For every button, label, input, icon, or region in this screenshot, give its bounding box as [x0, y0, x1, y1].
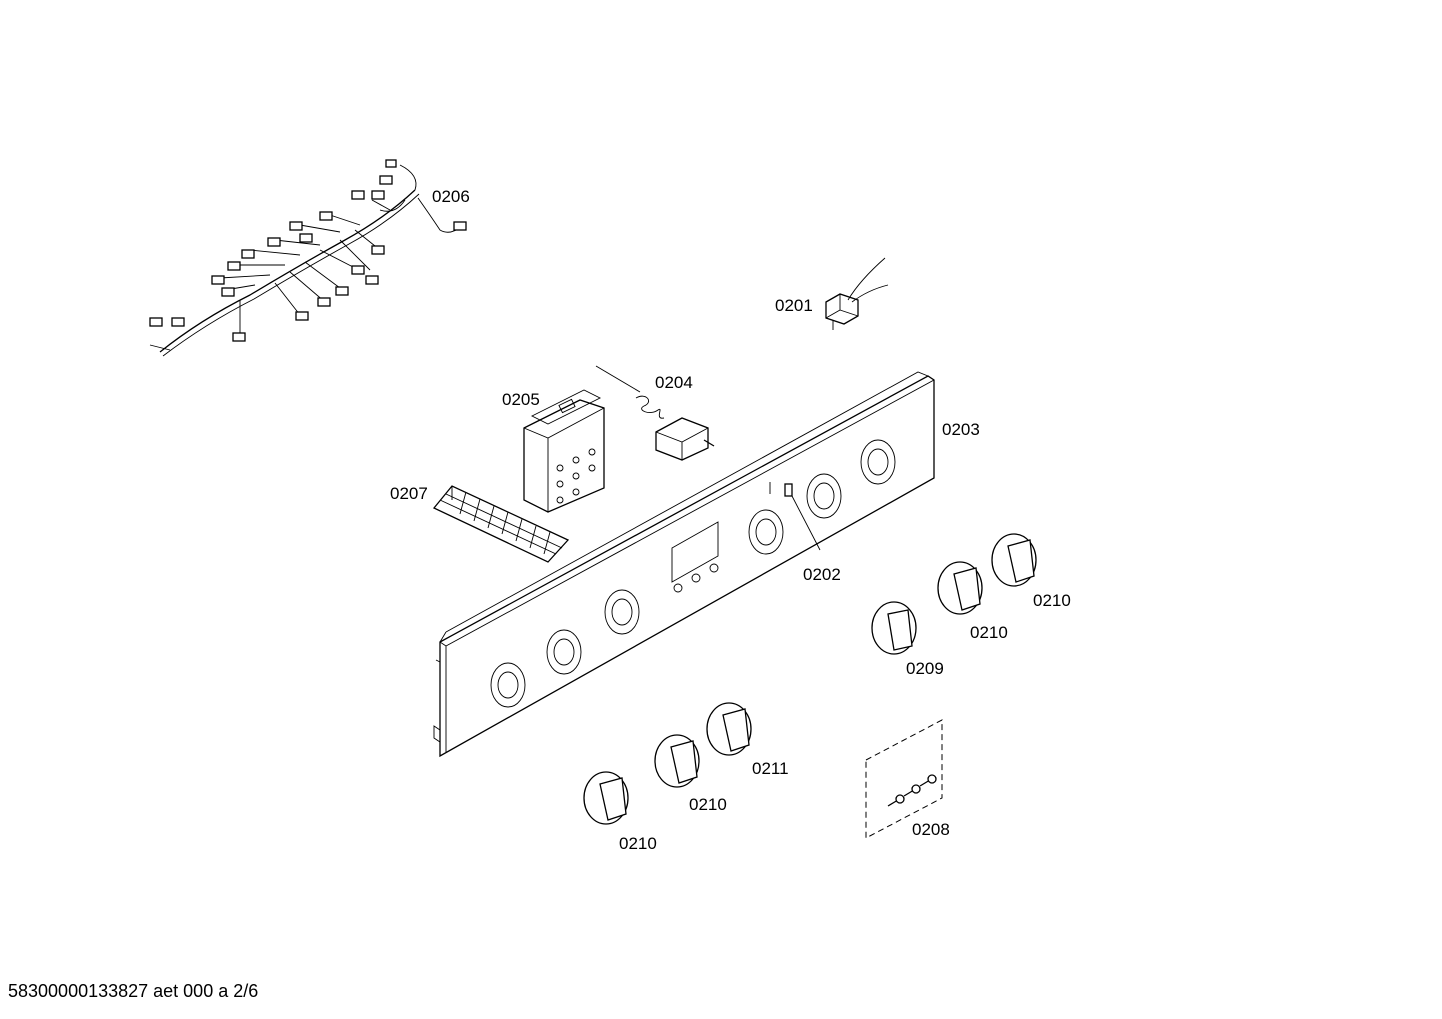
label-thermostat: 0204 — [655, 373, 693, 392]
knob-right-2 — [937, 561, 983, 615]
wiring-harness — [149, 159, 467, 357]
screws-group — [865, 719, 943, 839]
label-sensor: 0201 — [775, 296, 813, 315]
label-knob-bottom-3: 0210 — [619, 834, 657, 853]
label-harness: 0206 — [432, 187, 470, 206]
label-knob-right-1: 0210 — [1033, 591, 1071, 610]
knob-hole — [604, 589, 640, 635]
knob-right-small — [871, 601, 917, 655]
knob-bottom-1 — [706, 702, 752, 756]
label-panel-clip: 0202 — [803, 565, 841, 584]
knob-hole — [546, 629, 582, 675]
label-knob-bottom-2: 0210 — [689, 795, 727, 814]
knob-bottom-3 — [583, 771, 629, 825]
knob-right-1 — [991, 533, 1037, 587]
knob-hole — [748, 509, 784, 555]
label-module: 0205 — [502, 390, 540, 409]
terminal-block — [432, 485, 570, 563]
knob-hole — [860, 439, 896, 485]
label-terminal-block: 0207 — [390, 484, 428, 503]
label-knob-right-2: 0210 — [970, 623, 1008, 642]
knob-bottom-2 — [654, 734, 700, 788]
knob-hole — [806, 473, 842, 519]
thermostat-part — [595, 365, 715, 461]
document-footer: 58300000133827 aet 000 a 2/6 — [8, 981, 259, 1001]
knob-hole — [490, 662, 526, 708]
label-screws: 0208 — [912, 820, 950, 839]
control-panel — [433, 371, 935, 758]
label-panel: 0203 — [942, 420, 980, 439]
electronic-module — [523, 389, 605, 513]
sensor-part — [825, 257, 889, 330]
label-knob-bottom-1: 0211 — [752, 759, 789, 778]
label-knob-right-small: 0209 — [906, 659, 944, 678]
